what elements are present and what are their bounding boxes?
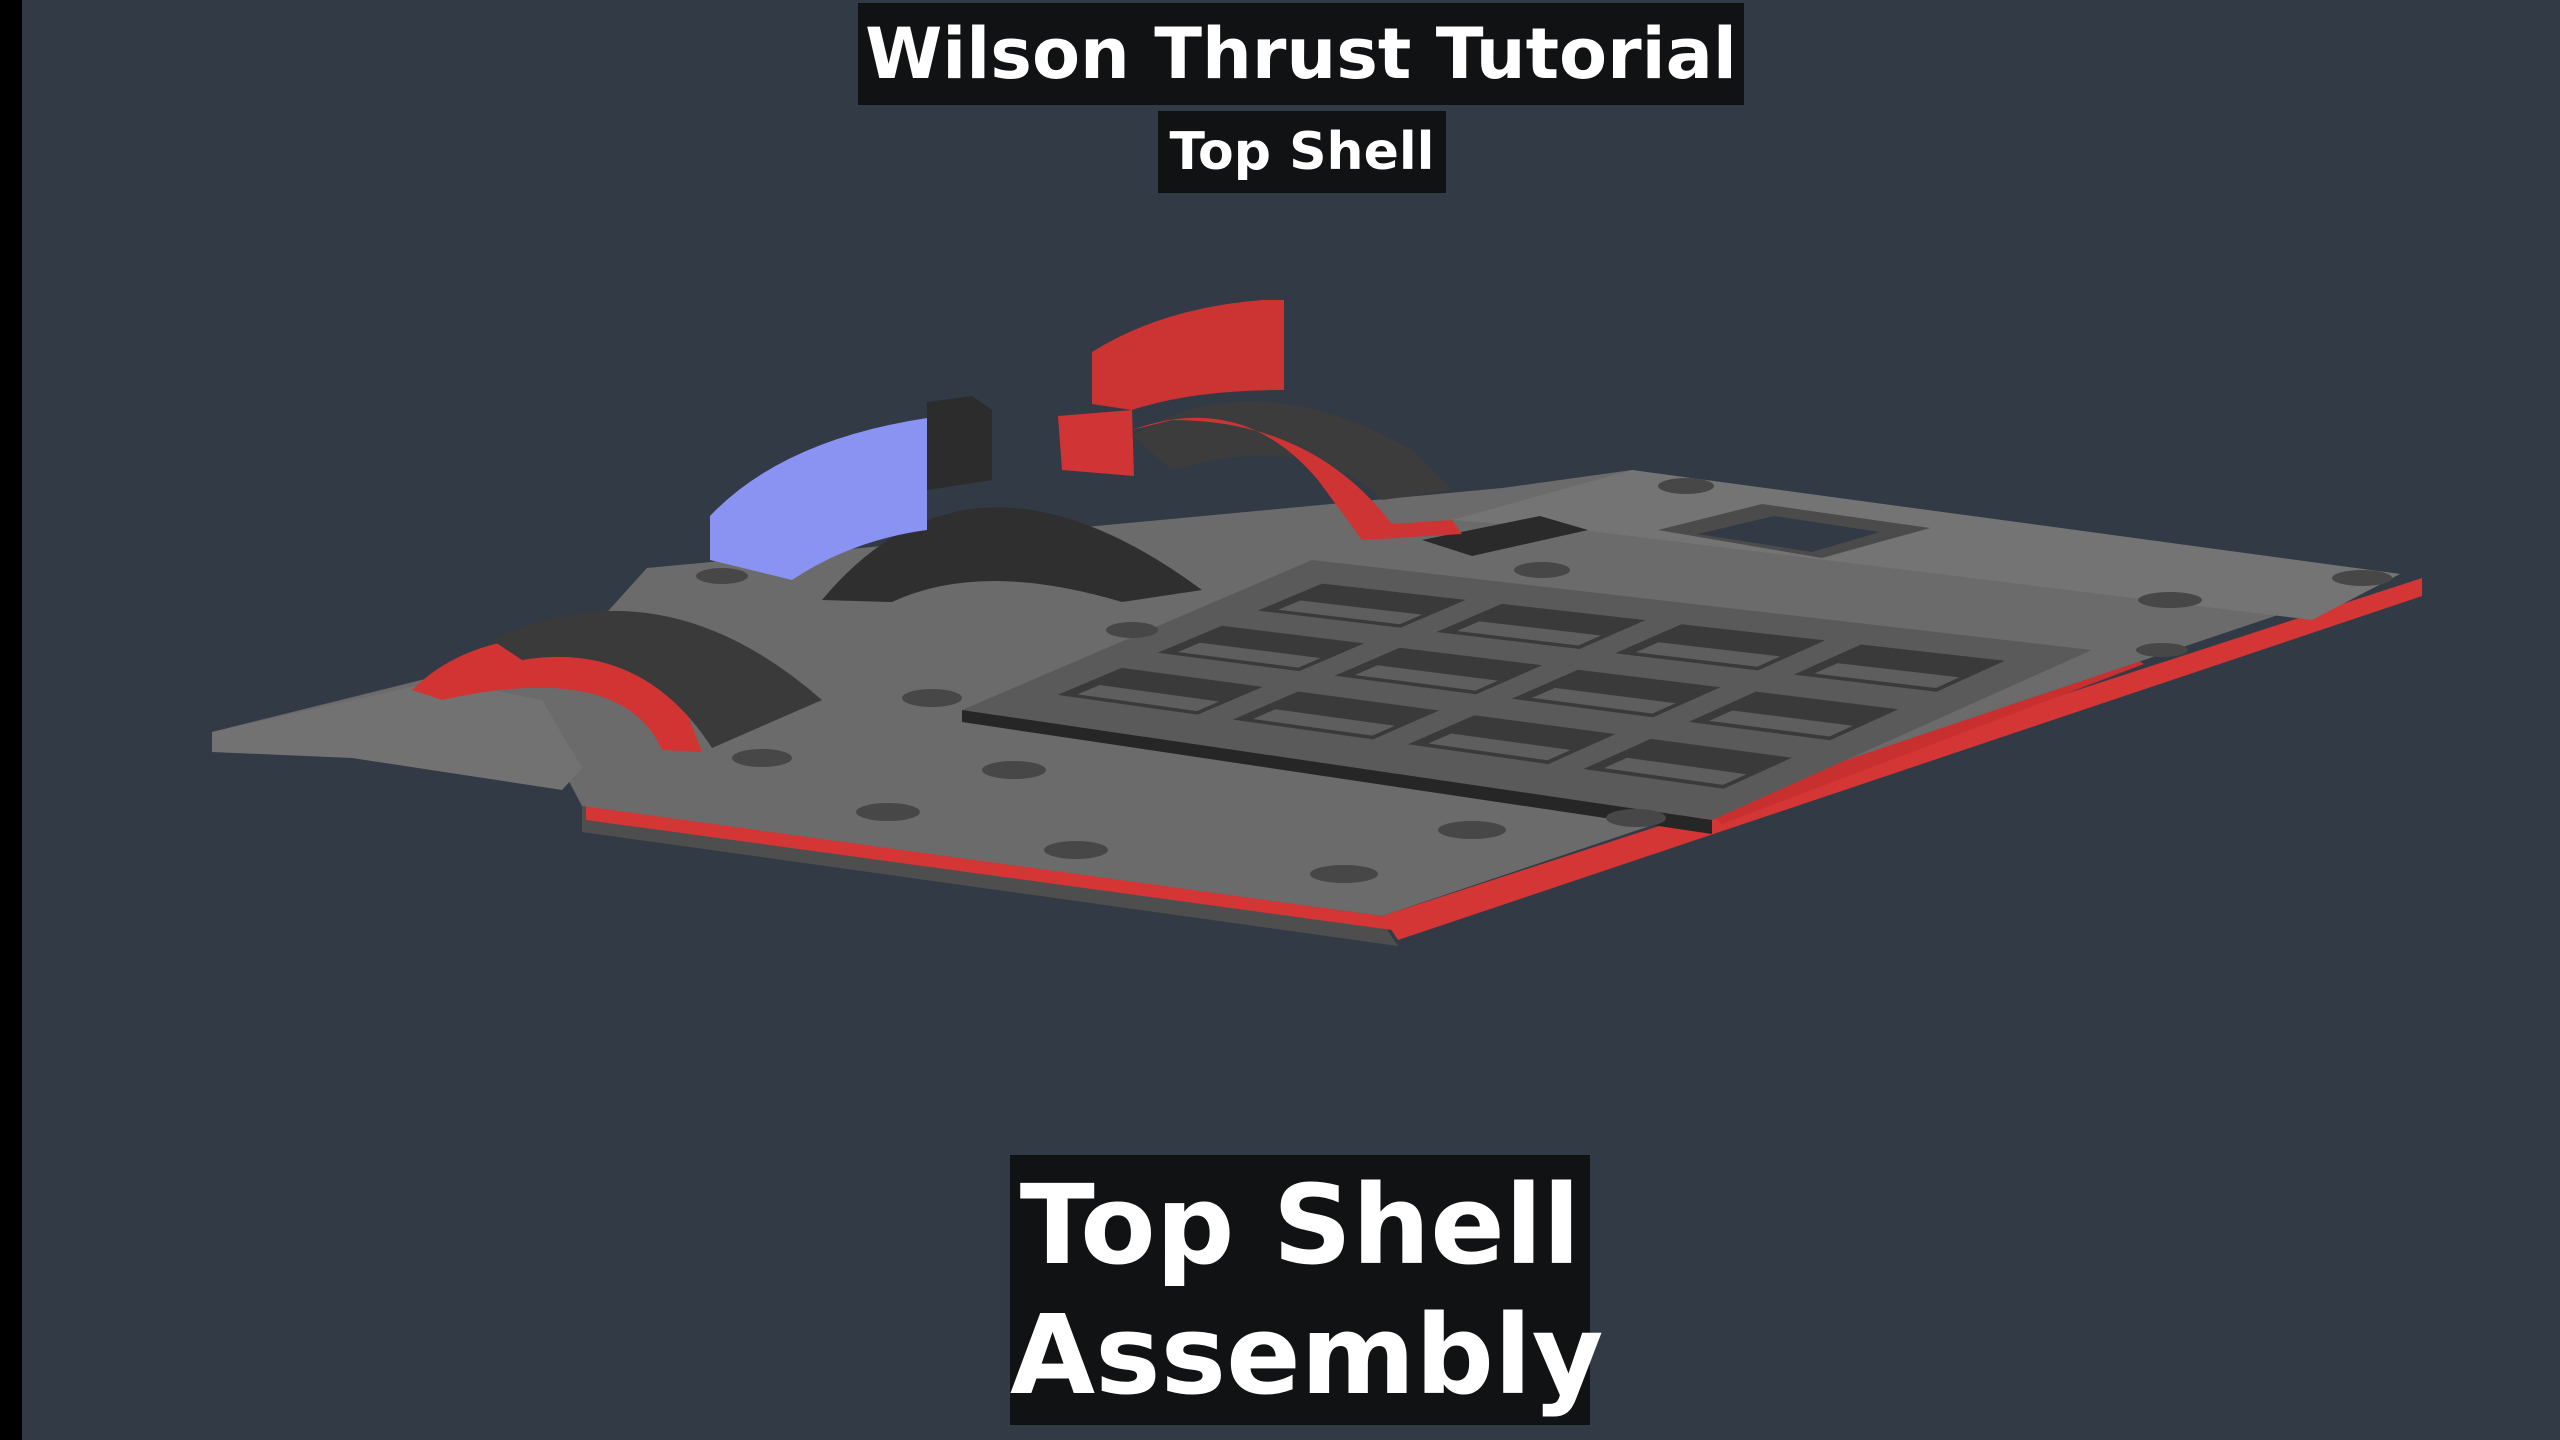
right-arc-red-upper xyxy=(1092,300,1284,410)
section-caption-line-1: Top Shell xyxy=(1019,1161,1581,1289)
hole xyxy=(982,761,1046,779)
hole xyxy=(2138,592,2202,608)
render-viewport: Wilson Thrust Tutorial Top Shell Top She… xyxy=(22,0,2560,1440)
part-subtitle: Top Shell xyxy=(1158,111,1446,193)
blue-part-cap xyxy=(927,396,992,490)
right-red-block xyxy=(1058,410,1134,476)
left-hump xyxy=(492,610,822,748)
top-shell-model xyxy=(212,300,2422,946)
button-pocket-floor xyxy=(1603,757,1747,785)
plate-back-panel xyxy=(1452,470,2400,620)
hole xyxy=(2136,643,2188,657)
hole xyxy=(1044,841,1108,859)
plate-group xyxy=(212,300,2422,946)
hole xyxy=(2332,570,2392,586)
hole xyxy=(696,568,748,584)
button-pocket-floor xyxy=(1077,685,1220,712)
hole xyxy=(856,803,920,821)
red-right-edge xyxy=(1382,578,2422,940)
hole xyxy=(732,749,792,767)
button-pocket-floor xyxy=(1354,665,1499,691)
slot-cutout xyxy=(1422,516,1588,556)
button-grid xyxy=(1057,583,2005,789)
button-grid-recess xyxy=(962,560,2092,820)
hole xyxy=(1658,478,1714,494)
square-cutout-hole xyxy=(1698,516,1880,552)
tutorial-title: Wilson Thrust Tutorial xyxy=(858,3,1744,105)
blue-selected-part xyxy=(710,418,927,580)
section-caption-line-2: Assembly xyxy=(1010,1291,1604,1419)
hole xyxy=(1438,821,1506,839)
button-pocket-floor xyxy=(1177,642,1321,668)
button-pocket-floor xyxy=(1709,710,1853,737)
hole xyxy=(1106,622,1158,638)
button-pocket-floor xyxy=(1635,642,1781,667)
red-front-edge xyxy=(586,805,1392,930)
button-pocket-floor xyxy=(1814,663,1960,689)
right-arc-red-lower xyxy=(1132,417,1462,540)
section-caption: Top Shell Assembly xyxy=(1010,1155,1604,1425)
button-pocket-floor xyxy=(1428,733,1571,761)
hole xyxy=(902,689,962,707)
button-pocket-floor xyxy=(1456,621,1602,646)
button-pocket-floor xyxy=(1278,600,1423,625)
mounting-holes xyxy=(696,478,2392,883)
button-pocket-floor xyxy=(1532,687,1676,714)
hole xyxy=(1310,865,1378,883)
plate-left-wing xyxy=(212,680,582,790)
hole xyxy=(1606,809,1666,827)
hole xyxy=(1514,562,1570,578)
button-grid-front-lip xyxy=(962,710,1712,834)
button-pocket-floor xyxy=(1252,709,1395,736)
